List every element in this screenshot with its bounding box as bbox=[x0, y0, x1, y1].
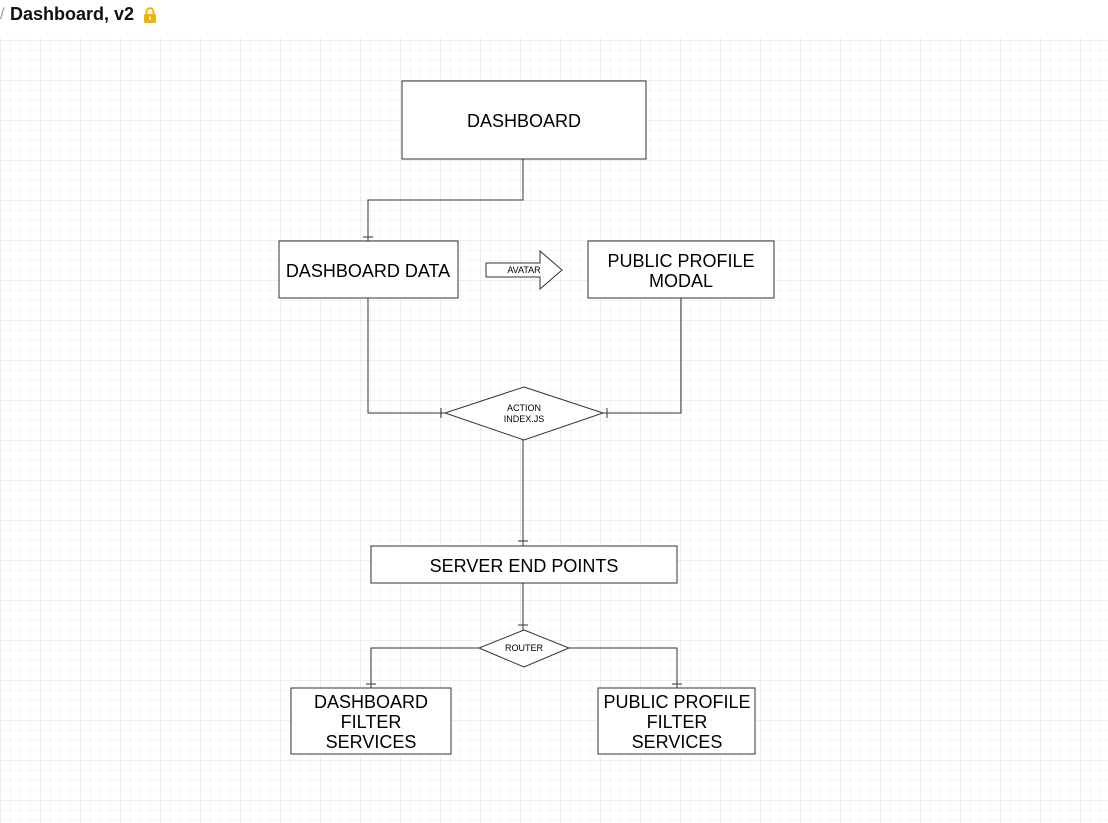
connector-router-to-profile-filter bbox=[569, 647, 678, 688]
node-dashboard-filter-services[interactable]: DASHBOARD FILTER SERVICES bbox=[290, 687, 452, 755]
node-dashboard-filter-label-1: DASHBOARD bbox=[314, 692, 428, 712]
node-public-profile-filter-services[interactable]: PUBLIC PROFILE FILTER SERVICES bbox=[597, 687, 756, 755]
diagram-canvas[interactable]: DASHBOARD DASHBOARD DATA AVATAR PUBLIC P… bbox=[0, 38, 1108, 823]
grid-background bbox=[0, 38, 1108, 823]
node-dashboard[interactable]: DASHBOARD bbox=[401, 80, 647, 160]
node-router[interactable]: ROUTER bbox=[477, 629, 571, 668]
node-dashboard-data-label: DASHBOARD DATA bbox=[286, 261, 450, 281]
node-action[interactable]: ACTION INDEX.JS bbox=[443, 386, 605, 441]
connector-dashboard-to-data bbox=[367, 159, 524, 241]
node-router-label: ROUTER bbox=[505, 643, 544, 653]
connector-modal-to-action bbox=[603, 298, 682, 414]
node-public-profile-modal-label-1: PUBLIC PROFILE bbox=[607, 251, 754, 271]
lock-icon[interactable] bbox=[143, 7, 157, 23]
node-public-profile-filter-label-1: PUBLIC PROFILE bbox=[603, 692, 750, 712]
node-action-label-2: INDEX.JS bbox=[504, 414, 545, 424]
header-bar: / Dashboard, v2 bbox=[0, 0, 1108, 34]
node-public-profile-filter-label-2: FILTER bbox=[647, 712, 708, 732]
node-server-end-points[interactable]: SERVER END POINTS bbox=[370, 545, 678, 584]
node-public-profile-modal-label-2: MODAL bbox=[649, 271, 713, 291]
avatar-arrow-label: AVATAR bbox=[507, 265, 541, 275]
node-public-profile-modal[interactable]: PUBLIC PROFILE MODAL bbox=[587, 240, 775, 299]
node-dashboard-filter-label-3: SERVICES bbox=[326, 732, 417, 752]
avatar-arrow[interactable]: AVATAR bbox=[485, 249, 563, 291]
node-public-profile-filter-label-3: SERVICES bbox=[632, 732, 723, 752]
node-dashboard-filter-label-2: FILTER bbox=[341, 712, 402, 732]
page-title[interactable]: Dashboard, v2 bbox=[10, 4, 135, 24]
node-server-end-points-label: SERVER END POINTS bbox=[430, 556, 619, 576]
breadcrumb-separator: / bbox=[0, 6, 5, 23]
connector-router-to-dashboard-filter bbox=[370, 647, 479, 688]
node-dashboard-label: DASHBOARD bbox=[467, 111, 581, 131]
node-action-label-1: ACTION bbox=[507, 403, 541, 413]
connector-data-to-action bbox=[367, 298, 445, 414]
node-dashboard-data[interactable]: DASHBOARD DATA bbox=[278, 240, 459, 299]
connectors bbox=[363, 159, 682, 688]
